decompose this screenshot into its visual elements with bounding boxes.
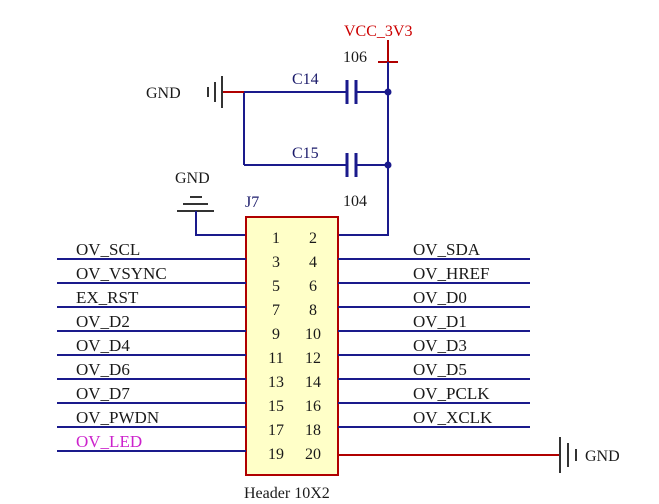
junction-dot <box>384 161 392 169</box>
right-signals: OV_SDA OV_HREF OV_D0OV_D1OV_D3OV_D5OV_PCLK… <box>338 240 530 428</box>
c14-capacitor-icon <box>345 80 358 104</box>
junction-dot <box>384 88 392 96</box>
pin-number: 4 <box>309 254 317 271</box>
gnd-pin20-label: GND <box>585 448 620 465</box>
signal-label: OV_XCLK <box>413 408 493 427</box>
pin-number: 3 <box>272 254 280 271</box>
gnd-pin1-wire <box>195 211 246 236</box>
pin-number: 19 <box>268 446 284 463</box>
pin-number: 15 <box>268 398 284 415</box>
header-name: Header 10X2 <box>244 485 330 502</box>
c14-ref: C14 <box>292 71 319 88</box>
gnd-pin1-label: GND <box>175 170 210 187</box>
signal-label: OV_PCLK <box>413 384 490 403</box>
pin-number: 11 <box>268 350 283 367</box>
c15-capacitor-icon <box>345 153 358 177</box>
c15-value: 104 <box>343 193 367 210</box>
right-pin-numbers: 2 4 6 8 10 12 14 16 18 20 <box>305 230 321 463</box>
signal-label: OV_VSYNC <box>76 264 167 283</box>
signal-label: OV_D1 <box>413 312 467 331</box>
signal-label: OV_D5 <box>413 360 467 379</box>
c15-ref: C15 <box>292 145 319 162</box>
pin-number: 16 <box>305 398 321 415</box>
pin-number: 5 <box>272 278 280 295</box>
pin-number: 6 <box>309 278 317 295</box>
pin-number: 1 <box>272 230 280 247</box>
signal-label: OV_D4 <box>76 336 130 355</box>
pin-number: 20 <box>305 446 321 463</box>
left-signals: OV_SCL OV_VSYNC EX_RST OV_D2OV_D4OV_D6OV_D7… <box>57 240 246 452</box>
pin-number: 10 <box>305 326 321 343</box>
signal-label: OV_PWDN <box>76 408 159 427</box>
signal-label: OV_LED <box>76 432 142 451</box>
pin-number: 2 <box>309 230 317 247</box>
signal-label: EX_RST <box>76 288 139 307</box>
pin-number: 14 <box>305 374 321 391</box>
header-body <box>245 216 339 476</box>
gnd-top-icon <box>207 76 223 108</box>
header-ref: J7 <box>245 194 259 211</box>
pin-number: 17 <box>268 422 284 439</box>
pin-number: 18 <box>305 422 321 439</box>
pin-number: 8 <box>309 302 317 319</box>
c14-value: 106 <box>343 49 367 66</box>
pin-number: 7 <box>272 302 280 319</box>
signal-label: OV_SCL <box>76 240 140 259</box>
gnd-pin1-icon <box>177 196 214 212</box>
signal-label: OV_HREF <box>413 264 490 283</box>
pin-number: 13 <box>268 374 284 391</box>
gnd-pin20-icon <box>559 437 577 473</box>
signal-label: OV_D3 <box>413 336 467 355</box>
vcc-label: VCC_3V3 <box>344 23 412 40</box>
vcc-wire <box>338 62 389 236</box>
signal-label: OV_D2 <box>76 312 130 331</box>
signal-label: OV_D7 <box>76 384 130 403</box>
signal-label: OV_D6 <box>76 360 130 379</box>
signal-label: OV_SDA <box>413 240 481 259</box>
pin-number: 9 <box>272 326 280 343</box>
signal-label: OV_D0 <box>413 288 467 307</box>
pin-number: 12 <box>305 350 321 367</box>
gnd-top-label: GND <box>146 85 181 102</box>
